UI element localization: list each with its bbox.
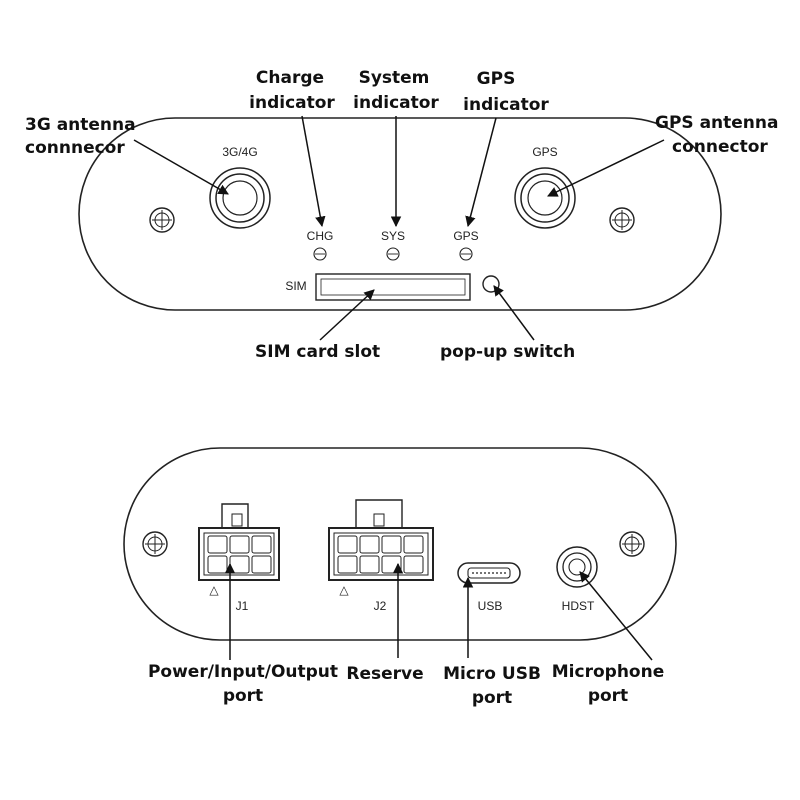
back-panel: △ J1 △ J2 USB (123, 447, 677, 641)
j1-label: J1 (236, 599, 249, 613)
system-indicator-callout: indicator (353, 93, 439, 113)
gps-indicator-callout: indicator (463, 95, 549, 115)
front-callouts: Charge indicator System indicator GPS in… (25, 68, 778, 362)
j1-connector-icon (198, 503, 280, 581)
j2-label: J2 (374, 599, 387, 613)
charge-indicator-callout: indicator (249, 93, 335, 113)
microphone-port-callout: port (588, 686, 628, 706)
screw-icon (619, 531, 645, 557)
sys-label: SYS (381, 229, 405, 243)
reserve-callout: Reserve (346, 664, 423, 684)
screw-icon (142, 531, 168, 557)
j2-connector-icon (328, 499, 434, 581)
power-port-callout: Power/Input/Output (148, 662, 338, 682)
micro-usb-callout: Micro USB (443, 664, 541, 684)
antenna-3g-connector-icon (209, 167, 271, 229)
back-callouts: Power/Input/Output port Reserve Micro US… (148, 562, 664, 708)
antenna-3g-callout: 3G antenna (25, 115, 136, 135)
gps-antenna-callout: GPS antenna (655, 113, 778, 133)
sim-slot-callout: SIM card slot (255, 342, 380, 362)
usb-label: USB (478, 599, 503, 613)
front-panel: 3G/4G GPS CHG SYS GPS SIM (78, 117, 722, 311)
j1-marker: △ (209, 583, 219, 597)
headset-jack-icon (556, 546, 598, 588)
charge-led-icon (313, 247, 327, 261)
gps-antenna-label: GPS (532, 145, 557, 159)
micro-usb-callout: port (472, 688, 512, 708)
back-panel-outline (123, 447, 677, 641)
microphone-port-callout: Microphone (552, 662, 664, 682)
antenna-3g-label: 3G/4G (222, 145, 257, 159)
gps-indicator-callout: GPS (477, 69, 516, 89)
j2-marker: △ (339, 583, 349, 597)
popup-switch-icon (482, 275, 500, 293)
chg-label: CHG (307, 229, 334, 243)
sim-card-slot (315, 273, 471, 301)
charge-indicator-callout: Charge (256, 68, 324, 88)
popup-switch-callout: pop-up switch (440, 342, 575, 362)
gps-antenna-connector-icon (514, 167, 576, 229)
gps-antenna-callout: connector (672, 137, 768, 157)
gps-led-icon (459, 247, 473, 261)
system-led-icon (386, 247, 400, 261)
front-panel-outline (78, 117, 722, 311)
power-port-callout: port (223, 686, 263, 706)
gps-label: GPS (453, 229, 478, 243)
antenna-3g-callout: connnecor (25, 138, 125, 158)
sim-label: SIM (285, 279, 306, 293)
micro-usb-port-icon (457, 562, 521, 584)
screw-icon (149, 207, 175, 233)
screw-icon (609, 207, 635, 233)
hdst-label: HDST (562, 599, 595, 613)
system-indicator-callout: System (359, 68, 430, 88)
